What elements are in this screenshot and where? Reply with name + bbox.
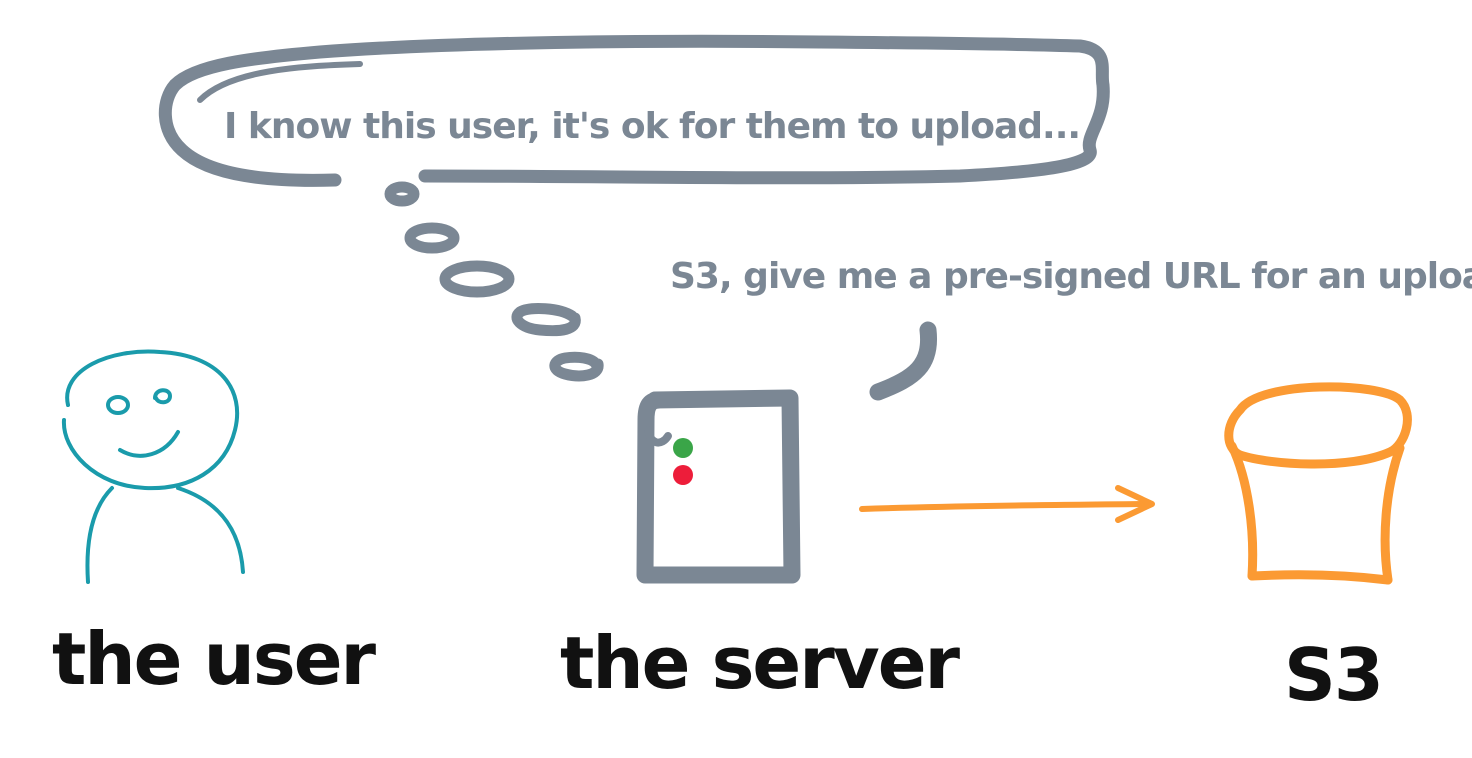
server-led-green xyxy=(673,438,693,458)
server-label: the server xyxy=(560,621,961,705)
server-icon xyxy=(636,389,801,584)
arrow-shaft xyxy=(859,501,1153,512)
thought-trail-dot-1 xyxy=(384,181,420,207)
bucket-side-right xyxy=(1380,443,1405,585)
server-led-red xyxy=(673,465,693,485)
thought-bubble-outline xyxy=(158,34,1110,187)
arrow-right-icon xyxy=(859,485,1155,523)
bucket-rim xyxy=(1224,382,1412,469)
thought-bubble: I know this user, it's ok for them to up… xyxy=(158,34,1110,187)
thought-trail-dot-4 xyxy=(511,303,581,337)
speech-bubble: S3, give me a pre-signed URL for an uplo… xyxy=(670,256,1472,401)
thought-trail-dot-3 xyxy=(439,260,515,298)
speech-tail xyxy=(869,321,938,401)
thought-trail-dot-2 xyxy=(404,222,460,254)
bucket-icon xyxy=(1224,382,1412,585)
server-body xyxy=(636,389,801,584)
thought-text: I know this user, it's ok for them to up… xyxy=(224,106,1080,147)
user-smile xyxy=(118,430,180,458)
user-eye-right xyxy=(153,388,173,405)
user-eye-left xyxy=(106,395,130,415)
thought-bubble-inner-stroke xyxy=(197,61,363,103)
thought-trail-dot-5 xyxy=(549,351,604,382)
thought-trail xyxy=(384,181,604,382)
bucket-bottom xyxy=(1247,570,1393,585)
bucket-side-left xyxy=(1227,441,1258,581)
person-icon xyxy=(61,349,245,584)
user-body-right xyxy=(176,486,245,574)
user-body-left xyxy=(85,486,114,584)
arrow-head xyxy=(1115,485,1155,523)
s3-label: S3 xyxy=(1284,633,1382,717)
user-label: the user xyxy=(52,617,377,701)
speech-text: S3, give me a pre-signed URL for an uplo… xyxy=(670,256,1472,297)
user-head xyxy=(61,349,240,491)
server-corner-detail xyxy=(644,426,672,447)
